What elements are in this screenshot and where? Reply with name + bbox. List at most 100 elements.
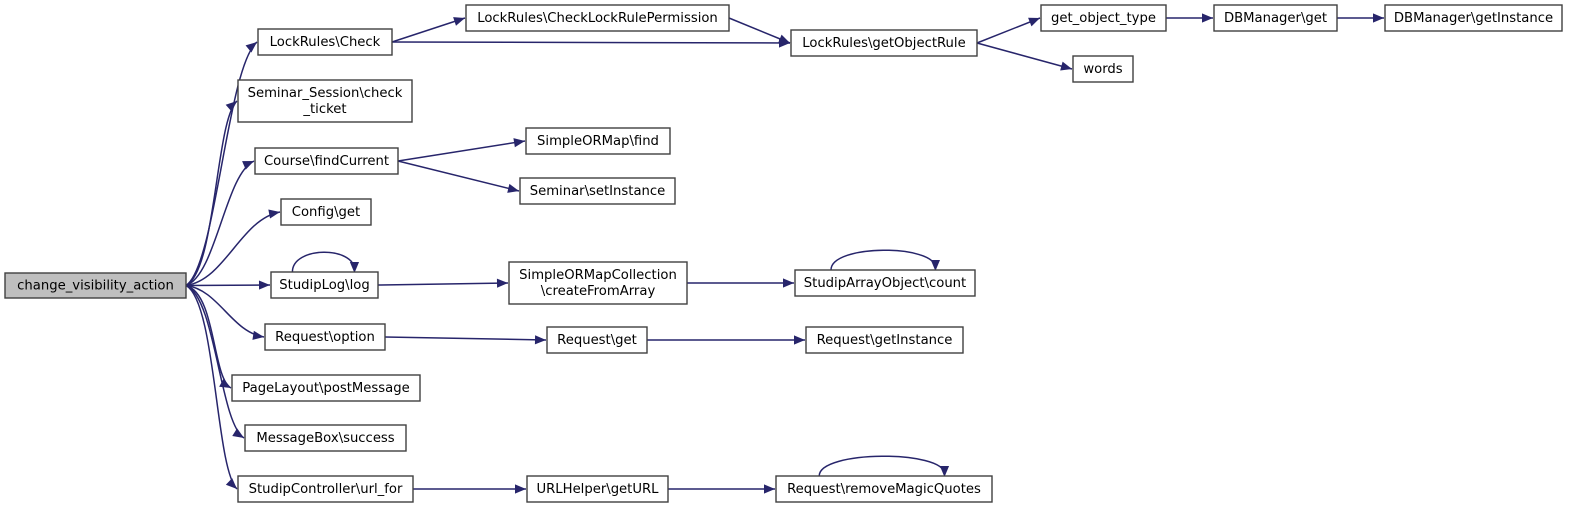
edge-studiparrayobject_count-to-studiparrayobject_count bbox=[830, 249, 940, 271]
edge-change_visibility_action-to-seminar_session_check_ticket bbox=[185, 100, 238, 287]
graph-node-request_removemagicquotes[interactable]: Request\removeMagicQuotes bbox=[775, 475, 993, 503]
graph-node-pagelayout_postmessage[interactable]: PageLayout\postMessage bbox=[231, 374, 421, 402]
graph-node-words[interactable]: words bbox=[1072, 55, 1134, 83]
graph-node-lockrules_check[interactable]: LockRules\Check bbox=[257, 28, 393, 56]
node-box-studiplog_log[interactable] bbox=[270, 271, 379, 299]
node-box-request_getinstance[interactable] bbox=[805, 326, 964, 354]
node-label-course_findcurrent: Course\findCurrent bbox=[264, 154, 389, 169]
node-box-seminar_session_check_ticket[interactable] bbox=[237, 79, 413, 123]
node-box-simpleormapcollection_createfromarray[interactable] bbox=[508, 261, 688, 305]
node-label-request_get: Request\get bbox=[557, 333, 637, 348]
edge-course_findcurrent-to-simpleormap_find bbox=[397, 138, 526, 162]
graph-node-get_object_type[interactable]: get_object_type bbox=[1040, 4, 1167, 32]
node-box-lockrules_checklockrulepermission[interactable] bbox=[465, 4, 730, 32]
node-box-messagebox_success[interactable] bbox=[244, 424, 407, 452]
node-label-urlhelper_geturl: URLHelper\getURL bbox=[536, 482, 659, 497]
graph-node-request_getinstance[interactable]: Request\getInstance bbox=[805, 326, 964, 354]
node-box-words[interactable] bbox=[1072, 55, 1134, 83]
node-box-simpleormap_find[interactable] bbox=[525, 127, 671, 155]
graph-node-request_get[interactable]: Request\get bbox=[546, 326, 648, 354]
node-label-simpleormapcollection_createfromarray: \createFromArray bbox=[541, 284, 656, 299]
node-box-lockrules_getobjectrule[interactable] bbox=[790, 29, 978, 57]
node-box-lockrules_check[interactable] bbox=[257, 28, 393, 56]
edges-layer bbox=[185, 13, 1384, 494]
node-label-studiparrayobject_count: StudipArrayObject\count bbox=[804, 276, 966, 291]
edge-change_visibility_action-to-lockrules_check bbox=[185, 41, 258, 287]
edge-change_visibility_action-to-request_option bbox=[185, 284, 265, 340]
node-label-dbmanager_get: DBManager\get bbox=[1224, 11, 1327, 26]
node-label-studiplog_log: StudipLog\log bbox=[279, 278, 369, 293]
graph-node-course_findcurrent[interactable]: Course\findCurrent bbox=[254, 147, 399, 175]
graph-node-studipcontroller_url_for[interactable]: StudipController\url_for bbox=[237, 475, 414, 503]
node-label-words: words bbox=[1083, 62, 1122, 77]
node-label-seminar_session_check_ticket: _ticket bbox=[302, 102, 346, 117]
edge-change_visibility_action-to-studipcontroller_url_for bbox=[185, 284, 238, 490]
node-box-change_visibility_action[interactable] bbox=[4, 272, 187, 299]
graph-node-simpleormapcollection_createfromarray[interactable]: SimpleORMapCollection\createFromArray bbox=[508, 261, 688, 305]
node-box-dbmanager_getinstance[interactable] bbox=[1384, 4, 1563, 32]
edge-studipcontroller_url_for-to-urlhelper_geturl bbox=[413, 484, 526, 494]
edge-request_get-to-request_getinstance bbox=[647, 335, 805, 345]
edge-get_object_type-to-dbmanager_get bbox=[1166, 13, 1213, 23]
node-label-simpleormapcollection_createfromarray: SimpleORMapCollection bbox=[519, 268, 677, 283]
graph-node-messagebox_success[interactable]: MessageBox\success bbox=[244, 424, 407, 452]
edge-studiplog_log-to-studiplog_log bbox=[291, 251, 360, 273]
node-label-pagelayout_postmessage: PageLayout\postMessage bbox=[242, 381, 409, 396]
edge-lockrules_check-to-lockrules_checklockrulepermission bbox=[391, 17, 466, 43]
graph-node-request_option[interactable]: Request\option bbox=[264, 323, 386, 351]
node-label-seminar_session_check_ticket: Seminar_Session\check bbox=[248, 86, 403, 101]
edge-course_findcurrent-to-seminar_setinstance bbox=[397, 160, 520, 193]
node-label-lockrules_check: LockRules\Check bbox=[270, 35, 381, 50]
edge-simpleormapcollection_createfromarray-to-studiparrayobject_count bbox=[687, 278, 794, 288]
edge-change_visibility_action-to-pagelayout_postmessage bbox=[185, 284, 232, 389]
node-box-request_option[interactable] bbox=[264, 323, 386, 351]
graph-node-studiparrayobject_count[interactable]: StudipArrayObject\count bbox=[794, 269, 976, 297]
node-label-change_visibility_action: change_visibility_action bbox=[17, 279, 174, 294]
edge-lockrules_checklockrulepermission-to-lockrules_getobjectrule bbox=[728, 17, 791, 44]
node-box-request_removemagicquotes[interactable] bbox=[775, 475, 993, 503]
edge-studiplog_log-to-simpleormapcollection_createfromarray bbox=[377, 278, 509, 288]
graph-node-lockrules_checklockrulepermission[interactable]: LockRules\CheckLockRulePermission bbox=[465, 4, 730, 32]
edge-request_option-to-request_get bbox=[384, 335, 547, 345]
node-label-dbmanager_getinstance: DBManager\getInstance bbox=[1394, 11, 1553, 26]
nodes-layer: change_visibility_action LockRules\CheckS… bbox=[4, 4, 1563, 503]
node-box-get_object_type[interactable] bbox=[1040, 4, 1167, 32]
node-box-config_get[interactable] bbox=[280, 198, 372, 226]
node-box-pagelayout_postmessage[interactable] bbox=[231, 374, 421, 402]
node-label-lockrules_getobjectrule: LockRules\getObjectRule bbox=[802, 36, 965, 51]
node-label-get_object_type: get_object_type bbox=[1051, 11, 1156, 26]
graph-node-lockrules_getobjectrule[interactable]: LockRules\getObjectRule bbox=[790, 29, 978, 57]
edge-lockrules_getobjectrule-to-get_object_type bbox=[976, 17, 1041, 44]
graph-node-change_visibility_action[interactable]: change_visibility_action bbox=[4, 272, 187, 299]
graph-node-dbmanager_get[interactable]: DBManager\get bbox=[1213, 4, 1338, 32]
graph-node-config_get[interactable]: Config\get bbox=[280, 198, 372, 226]
node-label-request_removemagicquotes: Request\removeMagicQuotes bbox=[787, 482, 981, 497]
node-label-request_getinstance: Request\getInstance bbox=[817, 333, 953, 348]
graph-node-studiplog_log[interactable]: StudipLog\log bbox=[270, 271, 379, 299]
node-box-urlhelper_geturl[interactable] bbox=[526, 475, 669, 503]
node-box-studipcontroller_url_for[interactable] bbox=[237, 475, 414, 503]
edge-change_visibility_action-to-messagebox_success bbox=[185, 284, 245, 439]
node-label-seminar_setinstance: Seminar\setInstance bbox=[530, 184, 666, 199]
graph-node-seminar_setinstance[interactable]: Seminar\setInstance bbox=[519, 177, 676, 205]
graph-node-seminar_session_check_ticket[interactable]: Seminar_Session\check_ticket bbox=[237, 79, 413, 123]
graph-node-simpleormap_find[interactable]: SimpleORMap\find bbox=[525, 127, 671, 155]
node-box-course_findcurrent[interactable] bbox=[254, 147, 399, 175]
edge-lockrules_check-to-lockrules_getobjectrule bbox=[391, 38, 791, 48]
node-label-studipcontroller_url_for: StudipController\url_for bbox=[249, 482, 403, 497]
graph-node-urlhelper_geturl[interactable]: URLHelper\getURL bbox=[526, 475, 669, 503]
node-label-request_option: Request\option bbox=[275, 330, 375, 345]
node-box-seminar_setinstance[interactable] bbox=[519, 177, 676, 205]
node-label-config_get: Config\get bbox=[292, 205, 360, 220]
node-box-studiparrayobject_count[interactable] bbox=[794, 269, 976, 297]
edge-urlhelper_geturl-to-request_removemagicquotes bbox=[668, 484, 775, 494]
node-label-messagebox_success: MessageBox\success bbox=[256, 431, 394, 446]
node-box-request_get[interactable] bbox=[546, 326, 648, 354]
edge-dbmanager_get-to-dbmanager_getinstance bbox=[1337, 13, 1384, 23]
node-label-lockrules_checklockrulepermission: LockRules\CheckLockRulePermission bbox=[477, 11, 718, 26]
graph-node-dbmanager_getinstance[interactable]: DBManager\getInstance bbox=[1384, 4, 1563, 32]
edge-lockrules_getobjectrule-to-words bbox=[976, 42, 1073, 71]
node-box-dbmanager_get[interactable] bbox=[1213, 4, 1338, 32]
